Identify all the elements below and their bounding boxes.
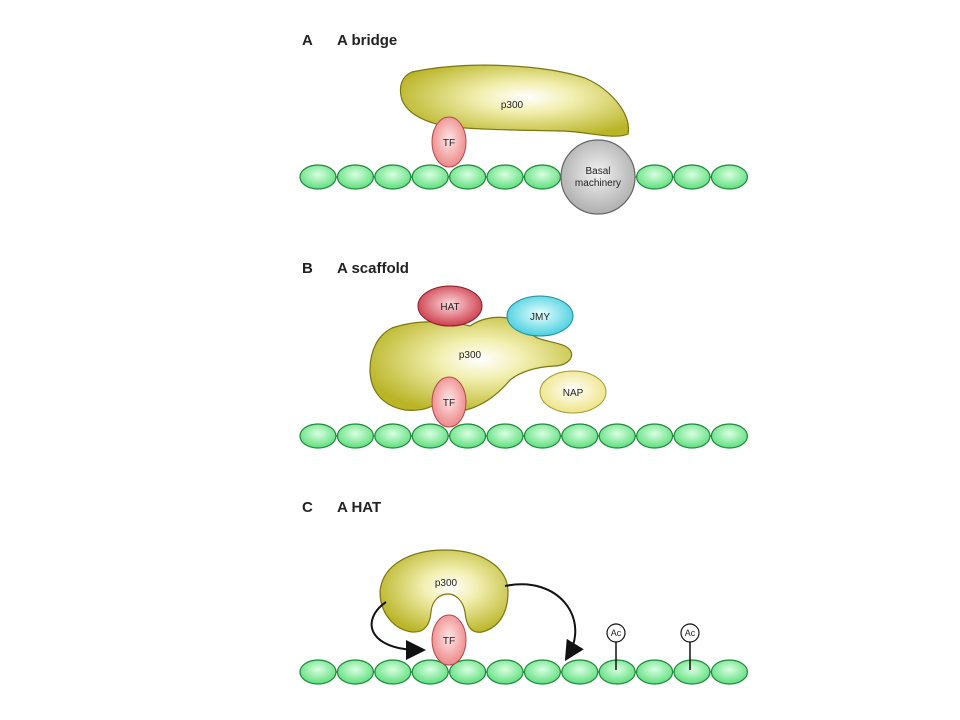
p300-protein-a [399,64,630,137]
nucleosome [598,659,636,685]
nucleosome [336,659,374,685]
nucleosome [374,164,412,190]
basal-machinery [560,139,636,215]
nucleosome [635,423,674,449]
hat-label: HAT [440,302,459,313]
nucleosome [374,423,412,449]
panel-a-title: A bridge [337,32,397,49]
nucleosome [336,164,374,190]
basal-label-line2: machinery [575,178,621,189]
panel-c-title: A HAT [337,499,381,516]
panel-a-letter: A [302,32,313,49]
tf-label-c: TF [443,636,455,647]
nucleosome [299,659,337,685]
p300-protein-c [379,549,509,633]
nucleosome [673,659,711,685]
p300-label-b: p300 [459,350,482,361]
p300-label-a: p300 [501,100,524,111]
nucleosome [635,164,674,190]
nucleosome [299,164,337,190]
chromatin-fiber-a [299,164,749,190]
panel-b: B A scaffold p300 HAT JMY NAP TF [299,260,749,449]
nucleosome [523,164,562,190]
nucleosome [673,423,711,449]
ac-label-1: Ac [611,628,622,638]
nucleosome [449,659,487,685]
nucleosome [486,659,524,685]
nucleosome [523,659,562,685]
tf-protein-a [431,116,467,168]
acetylation-arrow-right [504,583,584,662]
acetyl-mark-2 [680,623,700,643]
tf-protein-b [431,376,467,428]
hat-protein [417,285,483,327]
nucleosome [673,164,711,190]
panel-b-title: A scaffold [337,260,409,277]
acetyl-mark-1 [606,623,626,643]
nucleosome [710,164,749,190]
nucleosome [486,164,524,190]
tf-protein-c [431,614,467,666]
ac-label-2: Ac [685,628,696,638]
nucleosome [710,423,749,449]
nucleosome [598,423,636,449]
nucleosome [299,423,337,449]
jmy-protein [506,295,574,337]
nap-protein [539,370,607,414]
nucleosome [374,659,412,685]
nucleosome [486,423,524,449]
panel-c: C A HAT p300 Ac Ac TF [299,499,749,685]
panel-c-letter: C [302,499,313,516]
nucleosome [411,164,449,190]
tf-label-b: TF [443,398,455,409]
nucleosome [449,423,487,449]
nucleosome [523,423,562,449]
chromatin-fiber-b [299,423,749,449]
basal-label-line1: Basal [585,166,610,177]
nucleosome [635,659,674,685]
tf-label-a: TF [443,138,455,149]
acetylation-arrow-left [370,601,426,660]
nucleosome [561,659,599,685]
nucleosome [561,423,599,449]
jmy-label: JMY [530,312,550,323]
nucleosome [411,423,449,449]
panel-b-letter: B [302,260,313,277]
nucleosome [336,423,374,449]
nucleosome [411,659,449,685]
chromatin-fiber-c [299,659,749,685]
p300-label-c: p300 [435,578,458,589]
nucleosome [710,659,749,685]
nucleosome [449,164,487,190]
nap-label: NAP [563,388,584,399]
